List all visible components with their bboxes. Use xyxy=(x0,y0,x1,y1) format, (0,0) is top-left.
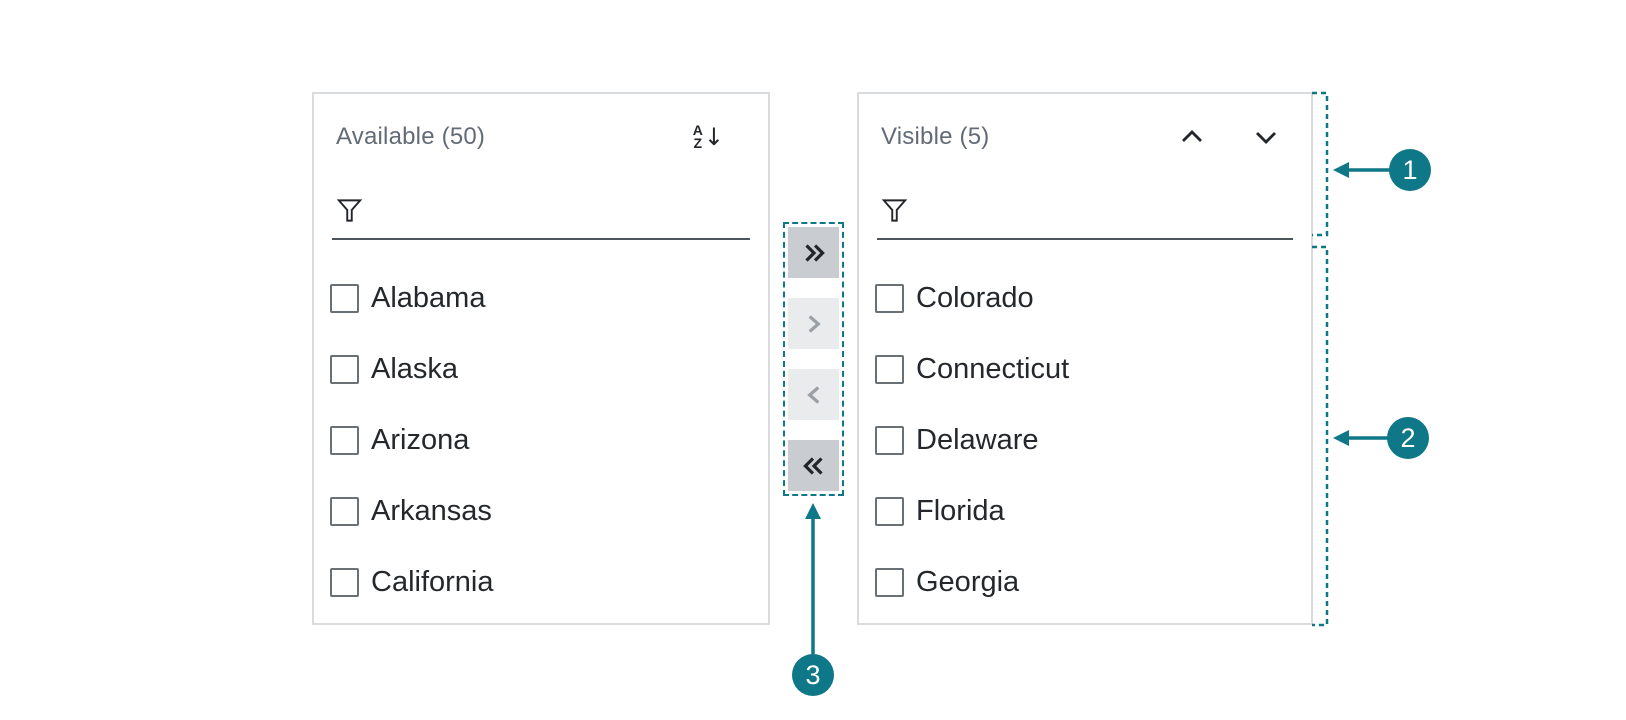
checkbox[interactable] xyxy=(875,497,904,526)
visible-filter-input[interactable] xyxy=(922,194,1293,224)
list-item[interactable]: California xyxy=(314,566,768,598)
list-item-label: Georgia xyxy=(916,566,1020,598)
reorder-buttons xyxy=(1179,124,1279,150)
list-item[interactable]: Florida xyxy=(859,495,1311,527)
checkbox[interactable] xyxy=(330,568,359,597)
list-item[interactable]: Connecticut xyxy=(859,353,1311,385)
sort-arrow-icon: ↓ xyxy=(703,123,724,151)
annotation-marker-1: 1 xyxy=(1389,149,1431,191)
available-filter xyxy=(332,194,750,240)
chevron-right-icon xyxy=(808,314,821,333)
chevron-up-icon xyxy=(1182,130,1202,142)
list-item[interactable]: Alabama xyxy=(314,282,768,314)
list-item-label: California xyxy=(371,566,494,598)
chevron-left-icon xyxy=(806,385,819,404)
list-item-label: Connecticut xyxy=(916,353,1070,385)
list-item[interactable]: Arkansas xyxy=(314,495,768,527)
list-item-label: Arizona xyxy=(371,424,470,456)
move-selected-left-button[interactable] xyxy=(788,369,839,420)
region-2-bracket xyxy=(1312,245,1329,627)
transfer-buttons-group xyxy=(783,222,844,496)
visible-panel-title: Visible (5) xyxy=(881,123,990,150)
move-down-button[interactable] xyxy=(1253,124,1279,150)
filter-funnel-icon xyxy=(336,199,363,222)
checkbox[interactable] xyxy=(875,426,904,455)
sort-az-icon: A Z xyxy=(692,121,703,151)
available-panel-header: Available (50) A Z ↓ xyxy=(336,120,736,154)
visible-panel-header: Visible (5) xyxy=(881,120,1279,154)
checkbox[interactable] xyxy=(875,284,904,313)
checkbox[interactable] xyxy=(330,426,359,455)
list-item-label: Arkansas xyxy=(371,495,492,527)
chevron-down-icon xyxy=(1256,132,1276,144)
annotation-marker-2: 2 xyxy=(1387,417,1429,459)
list-item[interactable]: Georgia xyxy=(859,566,1311,598)
list-item[interactable]: Colorado xyxy=(859,282,1311,314)
list-item-label: Florida xyxy=(916,495,1005,527)
visible-filter xyxy=(877,194,1293,240)
list-item[interactable]: Arizona xyxy=(314,424,768,456)
annotation-2-arrowhead xyxy=(1333,430,1349,446)
sort-az-button[interactable]: A Z ↓ xyxy=(692,121,724,151)
annotation-3-arrowhead xyxy=(805,503,821,519)
move-up-button[interactable] xyxy=(1179,124,1205,150)
list-item[interactable]: Delaware xyxy=(859,424,1311,456)
double-chevron-left-icon xyxy=(802,456,823,475)
list-item-label: Colorado xyxy=(916,282,1034,314)
region-1-bracket xyxy=(1312,91,1329,237)
list-item-label: Delaware xyxy=(916,424,1039,456)
annotation-marker-3: 3 xyxy=(792,654,834,696)
available-panel-title: Available (50) xyxy=(336,123,486,150)
checkbox[interactable] xyxy=(875,568,904,597)
available-filter-input[interactable] xyxy=(377,194,750,224)
checkbox[interactable] xyxy=(330,284,359,313)
list-item-label: Alaska xyxy=(371,353,459,385)
filter-funnel-icon xyxy=(881,199,908,222)
list-item-label: Alabama xyxy=(371,282,486,314)
move-all-left-button[interactable] xyxy=(788,440,839,491)
move-all-right-button[interactable] xyxy=(788,227,839,278)
checkbox[interactable] xyxy=(875,355,904,384)
annotation-1-arrowhead xyxy=(1333,162,1349,178)
checkbox[interactable] xyxy=(330,355,359,384)
move-selected-right-button[interactable] xyxy=(788,298,839,349)
checkbox[interactable] xyxy=(330,497,359,526)
double-chevron-right-icon xyxy=(804,243,825,262)
list-item[interactable]: Alaska xyxy=(314,353,768,385)
